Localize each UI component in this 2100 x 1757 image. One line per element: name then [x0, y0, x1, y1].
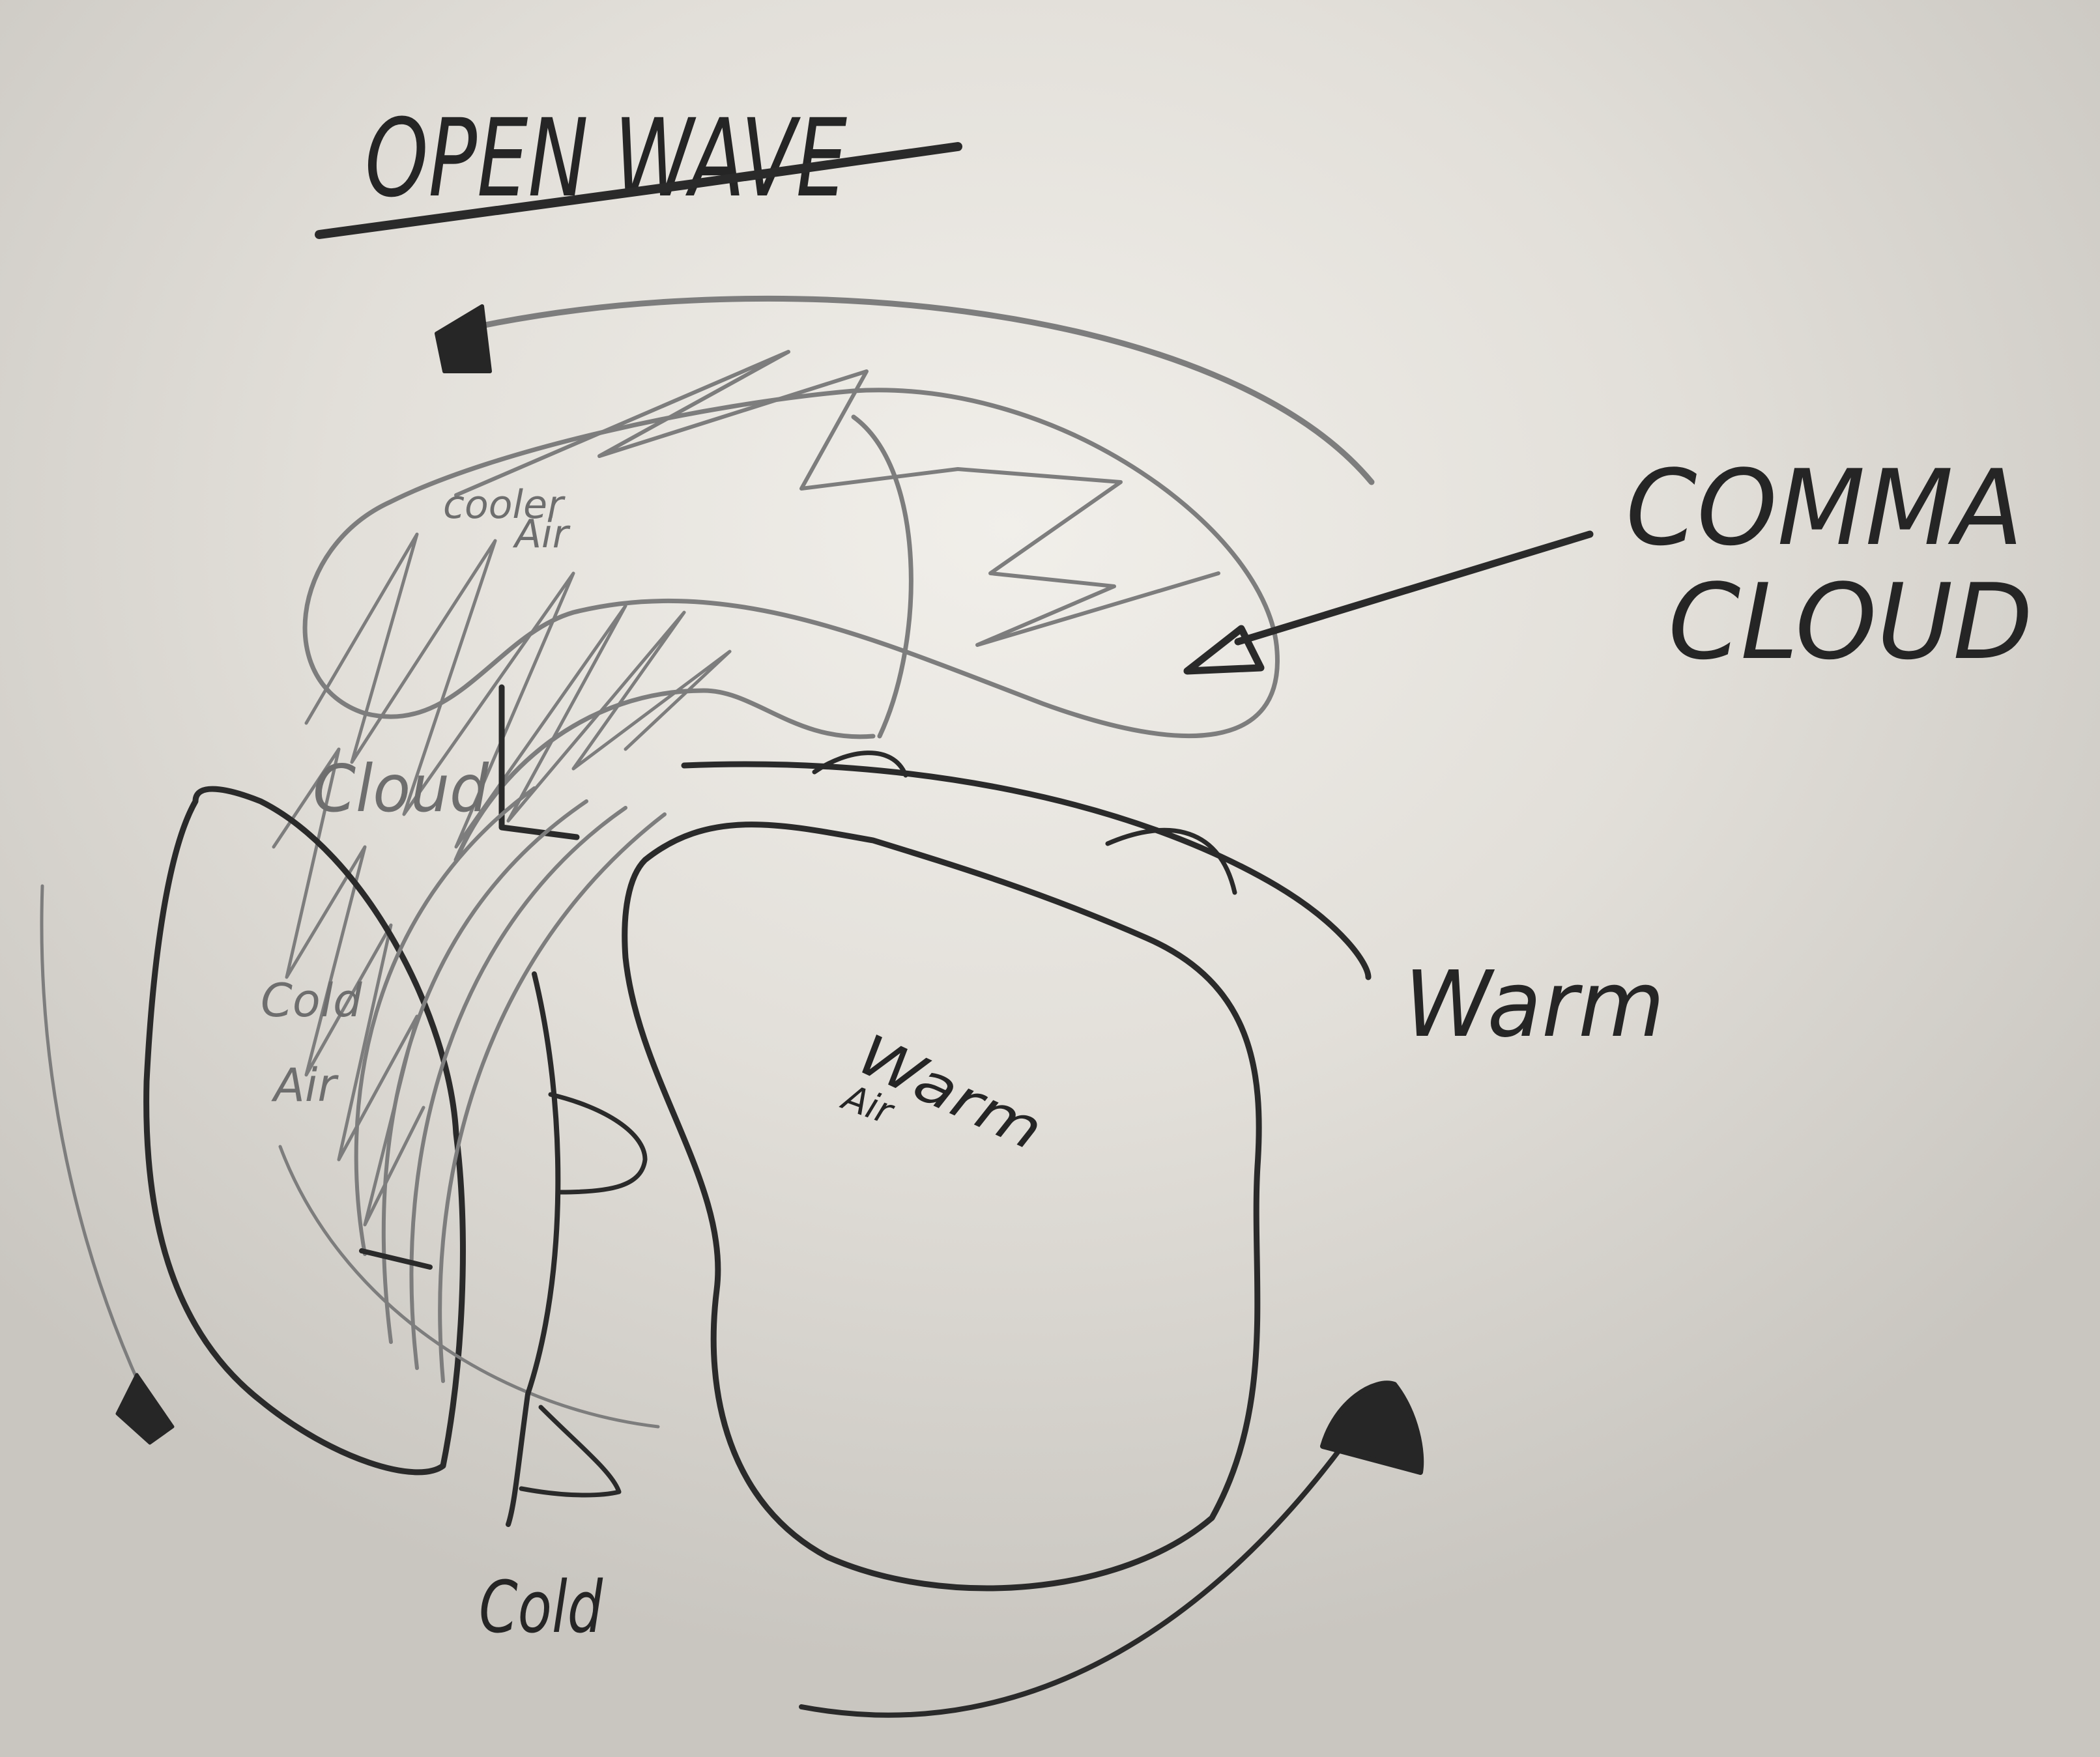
cold-front-tick [359, 1248, 433, 1270]
upper-arrowhead [435, 304, 492, 373]
diagram-title: OPEN WAVE [365, 96, 847, 221]
cold-front-triangle-upper [548, 1092, 648, 1195]
warm-front-bump-left [812, 750, 908, 778]
comma-cloud-outline [302, 388, 1280, 739]
cold-air-label-line1: Cold [261, 974, 362, 1027]
upper-flow-arrow [463, 295, 1375, 485]
title-underline [315, 142, 962, 239]
cold-air-lobe [143, 786, 466, 1476]
comma-cloud-pointer-line [1234, 530, 1594, 646]
front-line-right-of-cloud [498, 684, 580, 840]
cold-front-arc [278, 1145, 660, 1429]
warm-front-bump-right [1105, 827, 1237, 895]
comma-cloud-pointer-triangle [1183, 625, 1265, 675]
cloud-label: Cloud [313, 750, 489, 827]
cold-front-line [506, 971, 561, 1527]
cold-front-streaks [354, 786, 667, 1383]
comma-cloud-tail [851, 414, 913, 739]
left-flow-arrow [40, 884, 152, 1409]
left-arrowhead [115, 1373, 175, 1445]
lower-flow-arrow [799, 1444, 1345, 1718]
cold-front-label: Cold [479, 1565, 603, 1649]
comma-cloud-label-line1: COMMA [1626, 447, 2023, 569]
warm-front-label: Warm [1404, 952, 1665, 1058]
warm-front-line [681, 761, 1372, 980]
cooler-air-label-line2: Air [512, 511, 571, 557]
cold-front-triangle-lower [519, 1405, 622, 1498]
comma-cloud-label-line2: CLOUD [1668, 561, 2033, 683]
warm-sector-outline [622, 821, 1262, 1592]
cold-air-label-line2: Air [271, 1059, 339, 1112]
lower-arrowhead [1320, 1380, 1424, 1475]
cooler-air-label-line1: cooler [443, 482, 566, 528]
comma-cloud-zigzag [454, 350, 1220, 647]
